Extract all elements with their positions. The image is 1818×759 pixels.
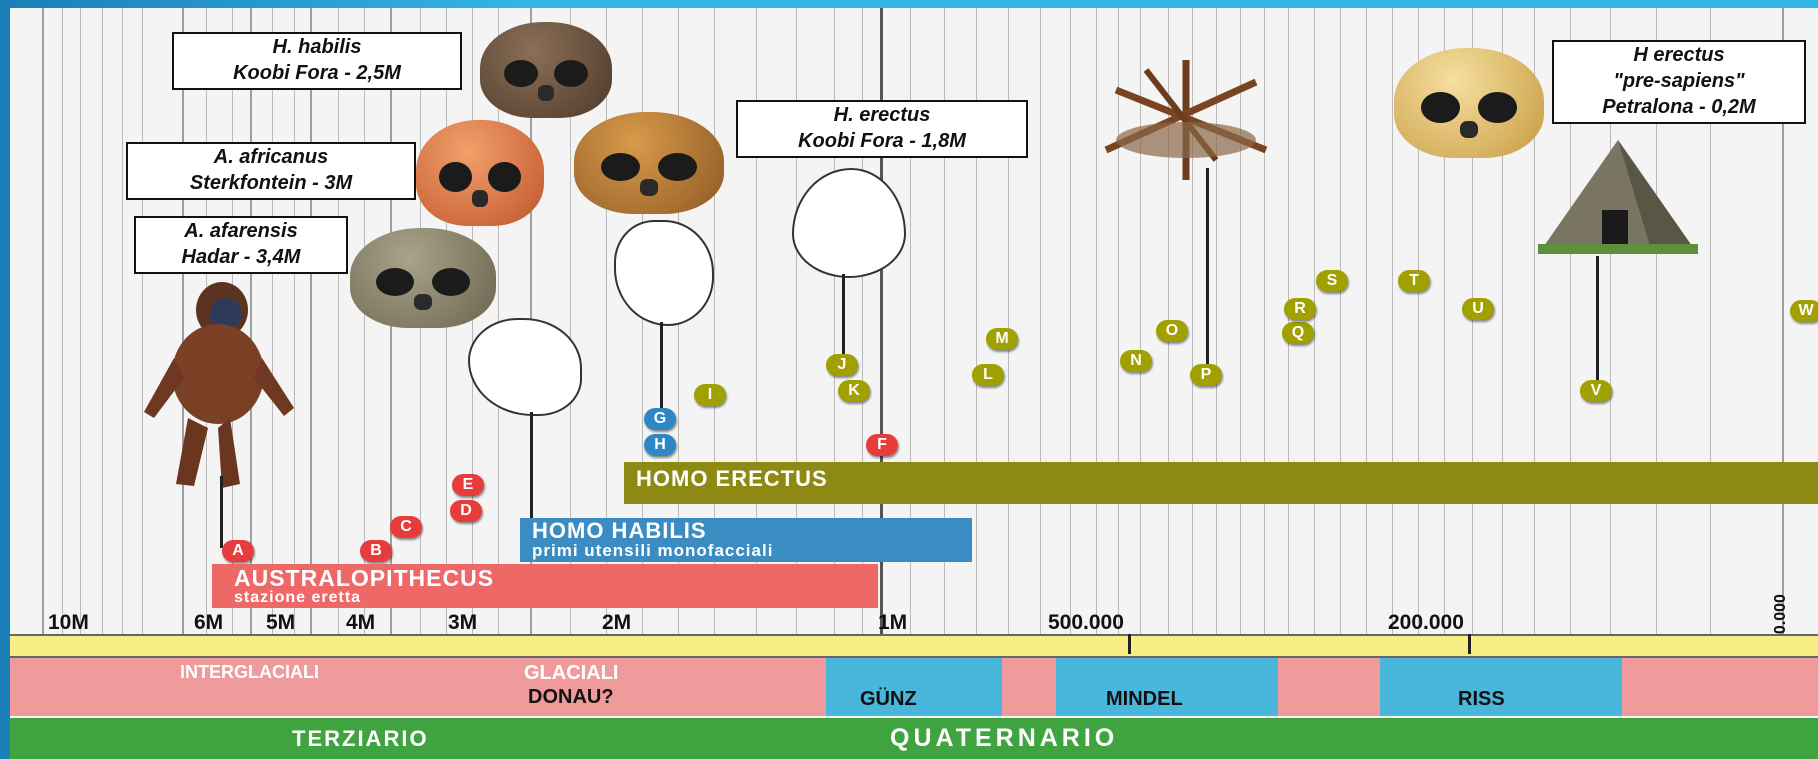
stone-tool-1 [468,318,582,416]
handaxe-tool [792,168,906,278]
tick-2m: 2M [602,611,631,635]
marker-d: D [450,500,482,522]
marker-q: Q [1282,322,1314,344]
label-a-africanus-name: A. africanus [128,144,414,170]
label-h-erectus-presapiens: H erectus "pre-sapiens" Petralona - 0,2M [1552,40,1806,124]
label-a-africanus-site: Sterkfontein - 3M [128,170,414,196]
label-presapiens-site: Petralona - 0,2M [1554,94,1804,120]
axis-tick-mark-200000 [1468,634,1471,654]
tick-4m: 4M [346,611,375,635]
hut-stem [1596,256,1599,386]
marker-w: W [1790,300,1818,322]
tick-1m: 1M [878,611,907,635]
marker-l: L [972,364,1004,386]
label-a-afarensis-name: A. afarensis [136,218,346,244]
climate-label-donau: DONAU? [528,686,614,709]
marker-c: C [390,516,422,538]
afarensis-skull-image [350,228,496,328]
climate-label-glaciali: GLACIALI [524,662,618,685]
africanus-skull-image [416,120,544,226]
tick-6m: 6M [194,611,223,635]
marker-b: B [360,540,392,562]
climate-label-mindel: MINDEL [1106,688,1183,711]
label-a-africanus: A. africanus Sterkfontein - 3M [126,142,416,200]
marker-m: M [986,328,1018,350]
axis-tick-mark-500000 [1128,634,1131,654]
marker-t: T [1398,270,1430,292]
marker-u: U [1462,298,1494,320]
marker-v: V [1580,380,1612,402]
stone-tool-2 [614,220,714,326]
marker-g: G [644,408,676,430]
label-presapiens-sub: "pre-sapiens" [1554,68,1804,94]
climate-band: INTERGLACIALI GLACIALI DONAU? GÜNZ MINDE… [10,658,1818,716]
band-homo-habilis-title: HOMO HABILIS [520,518,972,542]
wooden-shelter-image [1086,60,1286,180]
erectus-skull-image [574,112,724,214]
marker-e: E [452,474,484,496]
band-homo-habilis: HOMO HABILIS primi utensili monofacciali [520,518,972,562]
tick-3m: 3M [448,611,477,635]
hut-image [1538,134,1698,260]
band-homo-erectus: HOMO ERECTUS [624,462,1818,504]
climate-label-interglaciali: INTERGLACIALI [180,662,319,683]
marker-n: N [1120,350,1152,372]
tick-200000: 200.000 [1388,611,1464,635]
habilis-skull-image [480,22,612,118]
marker-k: K [838,380,870,402]
marker-a: A [222,540,254,562]
marker-r: R [1284,298,1316,320]
afarensis-stem [220,476,223,548]
label-h-habilis-name: H. habilis [174,34,460,60]
marker-i: I [694,384,726,406]
label-h-habilis-site: Koobi Fora - 2,5M [174,60,460,86]
marker-p: P [1190,364,1222,386]
band-homo-habilis-sub: primi utensili monofacciali [520,542,972,560]
label-a-afarensis: A. afarensis Hadar - 3,4M [134,216,348,274]
marker-o: O [1156,320,1188,342]
handaxe-tool-stem [842,274,845,360]
timeline-canvas: H. habilis Koobi Fora - 2,5M A. africanu… [10,8,1818,759]
shelter-stem [1206,168,1209,370]
band-homo-erectus-title: HOMO ERECTUS [624,462,1818,492]
climate-label-gunz: GÜNZ [860,688,917,711]
band-australopithecus-title: AUSTRALOPITHECUS [212,564,878,590]
tick-5m: 5M [266,611,295,635]
stone-tool-2-stem [660,322,663,410]
label-h-habilis: H. habilis Koobi Fora - 2,5M [172,32,462,90]
era-terziario: TERZIARIO [292,726,429,752]
era-band: TERZIARIO QUATERNARIO [10,718,1818,759]
tick-10m: 10M [48,611,89,635]
petralona-skull-image [1394,48,1544,158]
label-presapiens-name: H erectus [1554,42,1804,68]
marker-f: F [866,434,898,456]
band-australopithecus-sub: stazione eretta [212,590,878,606]
australopithecus-figure-image [130,278,310,492]
label-h-erectus: H. erectus Koobi Fora - 1,8M [736,100,1028,158]
band-australopithecus: AUSTRALOPITHECUS stazione eretta [212,564,878,608]
axis-band [10,634,1818,658]
climate-label-riss: RISS [1458,688,1505,711]
marker-s: S [1316,270,1348,292]
label-h-erectus-name: H. erectus [738,102,1026,128]
tick-500000: 500.000 [1048,611,1124,635]
label-a-afarensis-site: Hadar - 3,4M [136,244,346,270]
marker-j: J [826,354,858,376]
stone-tool-1-stem [530,412,533,522]
marker-h: H [644,434,676,456]
era-quaternario: QUATERNARIO [890,724,1118,753]
label-h-erectus-site: Koobi Fora - 1,8M [738,128,1026,154]
